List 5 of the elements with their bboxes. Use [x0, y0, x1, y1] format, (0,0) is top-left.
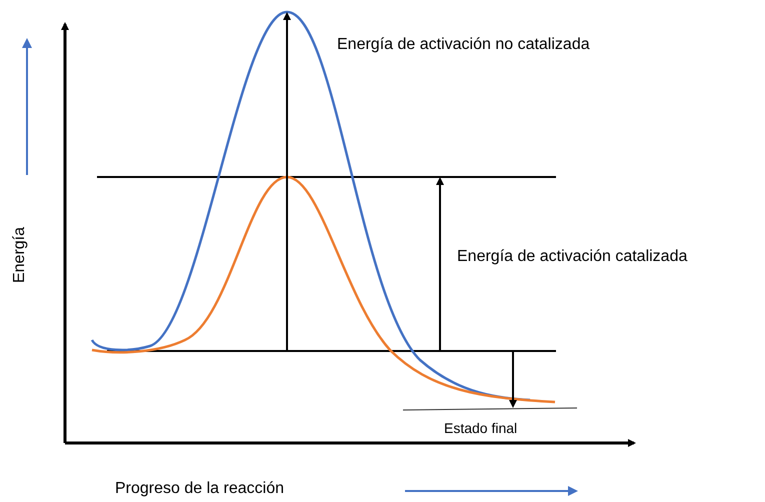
annotation-label: Energía de activación no catalizada: [337, 35, 590, 55]
annotation-label: Estado final: [444, 420, 518, 438]
axis-label: Energía: [10, 226, 30, 284]
annotation-label: Energía de activación catalizada: [457, 247, 688, 267]
axis-label: Progreso de la reacción: [115, 479, 284, 499]
